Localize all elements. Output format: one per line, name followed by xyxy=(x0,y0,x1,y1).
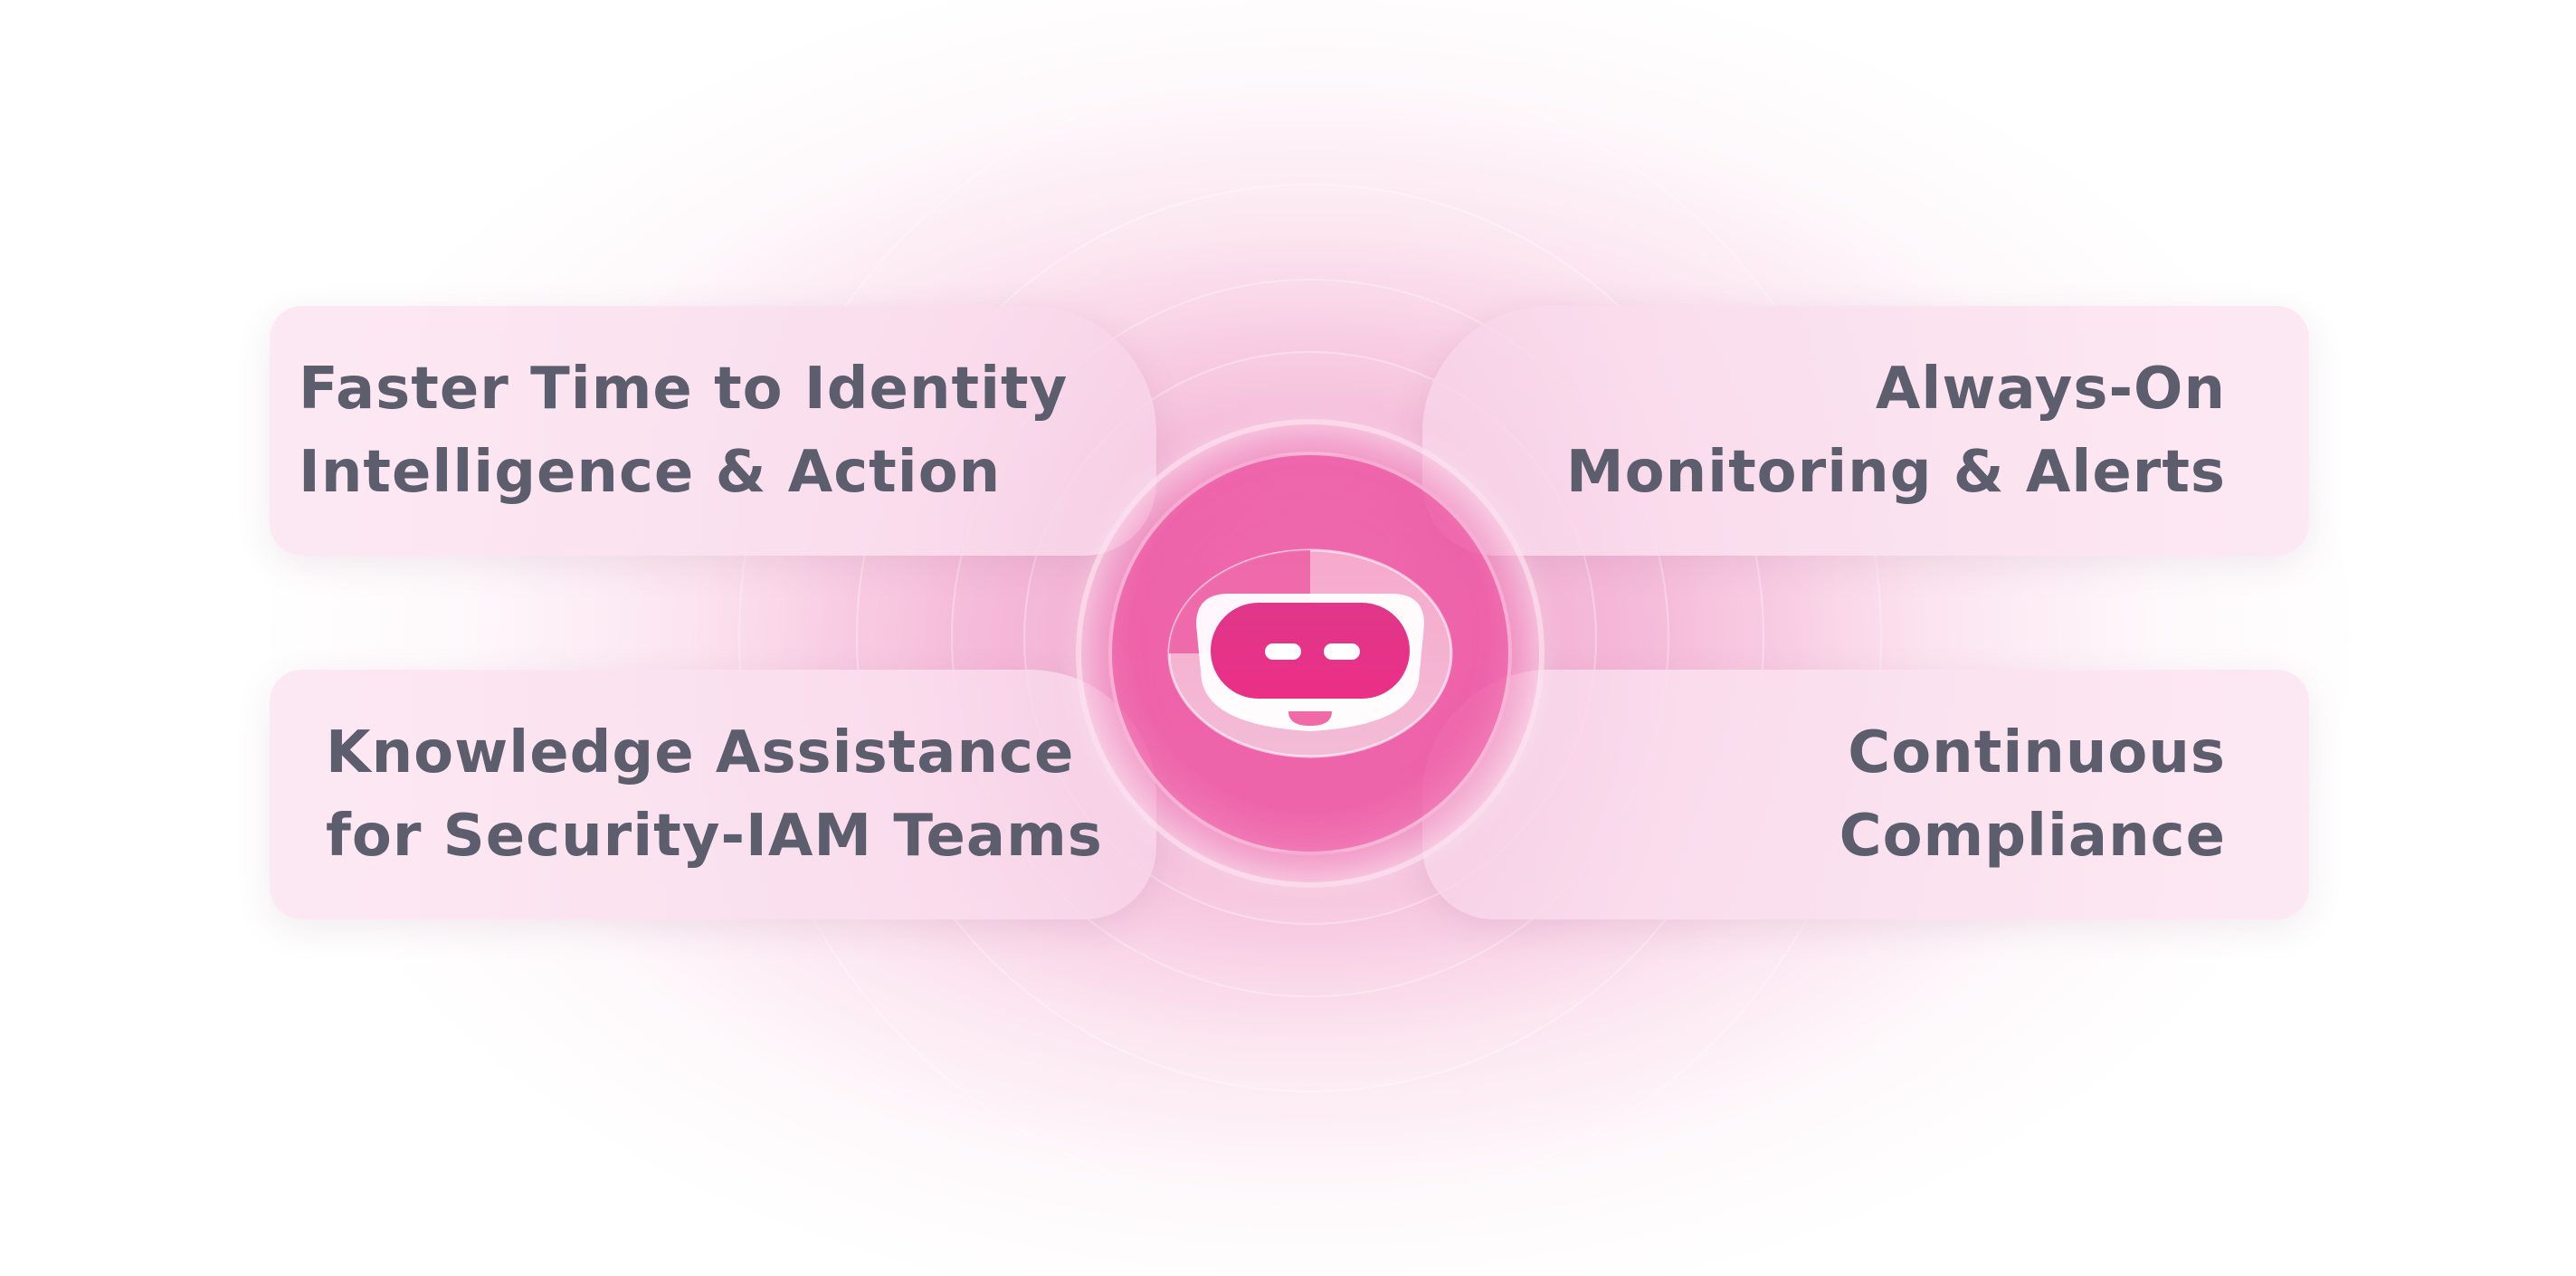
feature-line: Knowledge Assistance xyxy=(326,719,1075,786)
feature-line: Always-On xyxy=(1875,356,2226,423)
feature-line: Faster Time to Identity xyxy=(299,356,1069,423)
robot-face-icon xyxy=(1167,548,1453,758)
feature-card-knowledge-assistance: Knowledge Assistance for Security-IAM Te… xyxy=(270,670,1156,919)
feature-line: Continuous xyxy=(1848,719,2226,786)
feature-line: for Security-IAM Teams xyxy=(326,803,1103,870)
feature-card-always-on: Always-On Monitoring & Alerts xyxy=(1422,306,2309,556)
feature-card-continuous-compliance: Continuous Compliance xyxy=(1422,670,2309,919)
feature-line: Compliance xyxy=(1839,803,2226,870)
feature-line: Monitoring & Alerts xyxy=(1565,439,2226,506)
feature-line: Intelligence & Action xyxy=(299,439,1002,506)
feature-card-faster-time: Faster Time to Identity Intelligence & A… xyxy=(270,306,1156,556)
